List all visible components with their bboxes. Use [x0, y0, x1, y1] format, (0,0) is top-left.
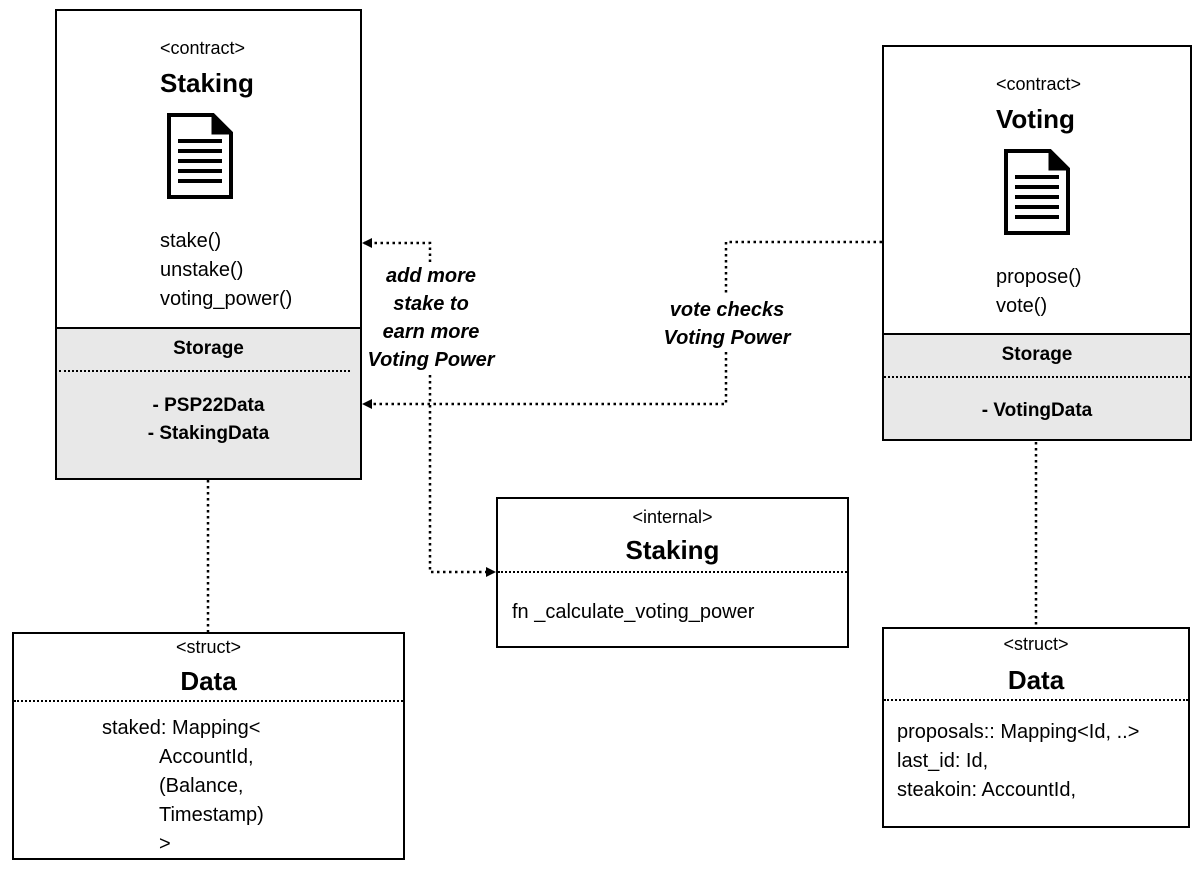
voting-data-title: Data	[1007, 665, 1065, 695]
stake-arrow	[362, 238, 432, 262]
method-propose: propose()	[996, 266, 1082, 288]
staking-field-4: >	[159, 833, 171, 855]
document-icon	[1004, 149, 1070, 235]
storage-item-voting: - VotingData	[981, 400, 1093, 421]
voting-storage-items: - VotingData	[884, 397, 1190, 425]
voting-data-divider	[884, 699, 1188, 701]
staking-data-title: Data	[180, 666, 237, 696]
voting-methods: propose() vote()	[996, 263, 1082, 321]
stake-note-line-1: stake to	[393, 293, 469, 315]
method-stake: stake()	[160, 230, 222, 252]
storage-item-staking: - StakingData	[147, 423, 270, 444]
stake-note-line-3: Voting Power	[367, 349, 495, 371]
stake-note-line-2: earn more	[382, 321, 480, 343]
voting-stereotype: <contract>	[996, 74, 1082, 94]
internal-field: fn _calculate_voting_power	[512, 601, 755, 623]
method-unstake: unstake()	[160, 259, 244, 281]
internal-staking-box: <internal> Staking fn _calculate_voting_…	[496, 497, 849, 648]
internal-stereotype: <internal>	[632, 507, 713, 527]
staking-field-1: AccountId,	[159, 746, 254, 768]
staking-title: Staking	[160, 68, 254, 98]
staking-stereotype: <contract>	[160, 38, 246, 58]
stake-annotation: add more stake to earn more Voting Power	[352, 262, 510, 374]
method-voting-power: voting_power()	[160, 288, 293, 310]
staking-storage-title: Storage	[173, 338, 244, 359]
voting-field-2: steakoin: AccountId,	[897, 779, 1077, 801]
vote-note-line-1: Voting Power	[663, 327, 791, 349]
staking-field-2: (Balance,	[159, 775, 244, 797]
vote-annotation: vote checks Voting Power	[645, 296, 809, 352]
voting-contract-box: <contract> Voting propose() vote() Stora…	[882, 45, 1192, 441]
voting-field-1: last_id: Id,	[897, 750, 989, 772]
staking-storage-items: - PSP22Data - StakingData	[57, 392, 360, 448]
staking-data-stereotype: <struct>	[175, 637, 242, 657]
voting-storage: Storage - VotingData	[884, 333, 1190, 439]
staking-contract-box: <contract> Staking stake() unstake() vot…	[55, 9, 362, 480]
staking-storage-divider	[59, 370, 350, 372]
internal-divider	[498, 571, 847, 573]
staking-data-struct-box: <struct> Data staked: Mapping< AccountId…	[12, 632, 405, 860]
staking-storage: Storage - PSP22Data - StakingData	[57, 327, 360, 478]
voting-data-struct-box: <struct> Data proposals:: Mapping<Id, ..…	[882, 627, 1190, 828]
vote-note-line-0: vote checks	[669, 299, 785, 321]
voting-field-0: proposals:: Mapping<Id, ..>	[897, 721, 1140, 743]
staking-data-divider	[14, 700, 403, 702]
storage-item-psp22: - PSP22Data	[152, 395, 265, 416]
staking-field-0: staked: Mapping<	[102, 717, 261, 739]
staking-field-3: Timestamp)	[159, 804, 264, 826]
staking-methods: stake() unstake() voting_power()	[160, 227, 292, 314]
method-vote: vote()	[996, 295, 1048, 317]
stake-note-line-0: add more	[385, 265, 477, 287]
vote-arrow-top	[724, 240, 882, 296]
voting-data-stereotype: <struct>	[1003, 634, 1069, 654]
document-icon	[167, 113, 233, 199]
voting-title: Voting	[996, 104, 1075, 134]
voting-data-fields: proposals:: Mapping<Id, ..> last_id: Id,…	[897, 718, 1139, 805]
voting-storage-title: Storage	[1001, 344, 1073, 365]
internal-title: Staking	[625, 535, 720, 565]
voting-storage-divider	[884, 376, 1190, 378]
